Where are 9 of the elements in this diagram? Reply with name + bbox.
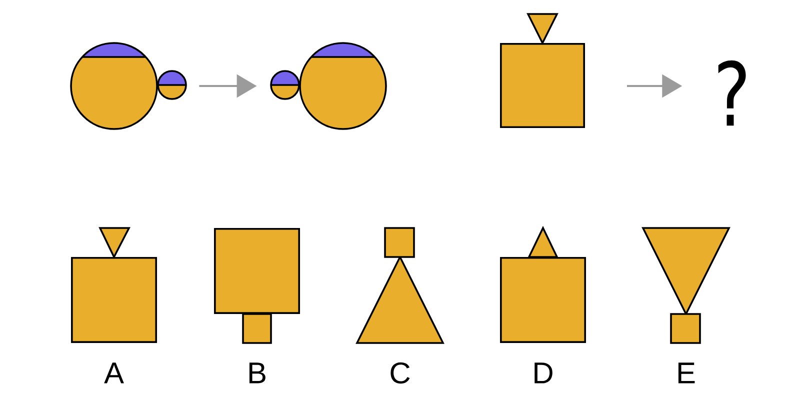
square-triangle-figure [500, 13, 585, 128]
option-letter: E [678, 362, 695, 384]
option-letter: D [534, 362, 552, 384]
circle-pair-figure [270, 42, 387, 130]
option-letter: B [249, 362, 266, 384]
option-letter: C [390, 362, 410, 384]
option-letter: A [104, 362, 124, 384]
question-mark: ? [718, 60, 746, 126]
circle-pair-figure [70, 42, 187, 130]
